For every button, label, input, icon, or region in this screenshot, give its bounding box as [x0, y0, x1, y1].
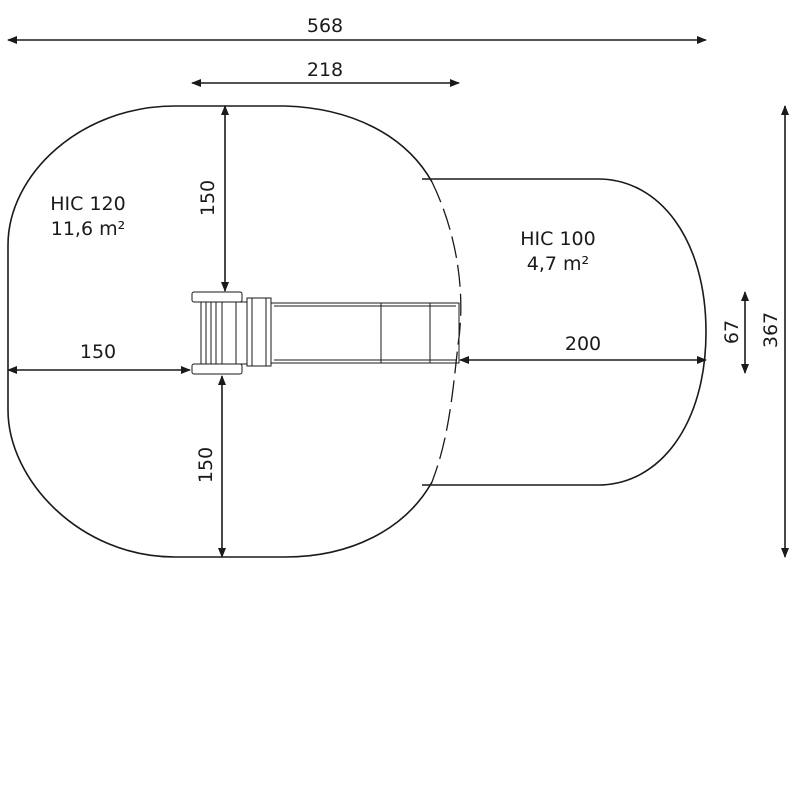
dim-label-left-bottom-depth: 150 — [195, 447, 217, 483]
zone-extension-area: 4,7 m² — [527, 253, 589, 275]
dim-label-left-side: 150 — [80, 341, 116, 363]
dim-label-right-extension: 200 — [565, 333, 601, 355]
platform-top-cap — [191, 291, 243, 303]
dim-label-structure-width: 67 — [721, 320, 743, 344]
zone-boundary-dashed — [431, 181, 462, 483]
slide-entry — [246, 297, 272, 367]
platform-bottom-cap — [191, 363, 243, 375]
zone-main-label: HIC 120 — [50, 193, 125, 215]
ladder-frame — [200, 301, 248, 365]
extension-safety-zone — [422, 178, 707, 486]
slide-chute — [270, 302, 460, 364]
dim-label-structure-length: 218 — [307, 59, 343, 81]
main-safety-zone — [7, 105, 433, 558]
dim-label-total-width: 568 — [307, 15, 343, 37]
dim-label-total-height: 367 — [760, 312, 782, 348]
zone-main-area: 11,6 m² — [51, 218, 125, 240]
dim-label-left-top-depth: 150 — [197, 180, 219, 216]
slide-structure — [191, 291, 460, 375]
zone-extension-label: HIC 100 — [520, 228, 595, 250]
